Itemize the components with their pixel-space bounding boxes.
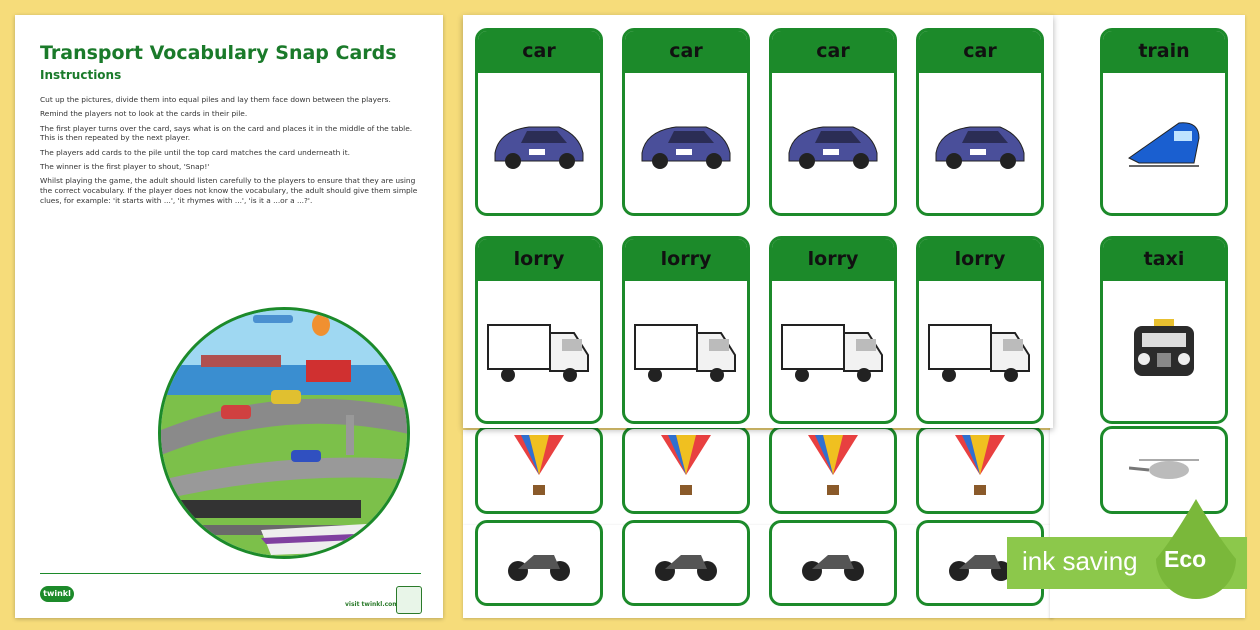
sheet-subtitle: Instructions (40, 68, 122, 82)
twinkl-logo: twinkl (40, 586, 74, 602)
transport-scene-illustration (158, 307, 410, 559)
snap-card-lorry: lorry (769, 236, 897, 424)
card-label: train (1103, 31, 1225, 73)
snap-card-lorry: lorry (916, 236, 1044, 424)
snap-card-motorbike (916, 520, 1044, 606)
card-label: car (919, 31, 1041, 73)
lorry-icon (478, 281, 600, 421)
hot-air-balloon-icon (919, 429, 1041, 511)
snap-card-taxi: taxi (1100, 236, 1228, 424)
instruction-paragraph: Whilst playing the game, the adult shoul… (40, 176, 418, 205)
instructions-text: Cut up the pictures, divide them into eq… (40, 95, 425, 210)
train-icon (1103, 73, 1225, 213)
motorbike-icon (625, 523, 747, 603)
snap-card-lorry: lorry (475, 236, 603, 424)
car-icon (625, 73, 747, 213)
instruction-sheet: Transport Vocabulary Snap Cards Instruct… (15, 15, 443, 618)
snap-card-car: car (769, 28, 897, 216)
footer-divider (40, 573, 421, 574)
card-label: car (772, 31, 894, 73)
hot-air-balloon-icon (478, 429, 600, 511)
instruction-paragraph: Cut up the pictures, divide them into eq… (40, 95, 391, 104)
instruction-paragraph: The players add cards to the pile until … (40, 147, 350, 157)
lorry-icon (625, 281, 747, 421)
snap-card-hot-air-balloon (622, 426, 750, 514)
footer-url: visit twinkl.com (345, 601, 399, 608)
quality-badge-icon (396, 586, 422, 614)
snap-card-motorbike (475, 520, 603, 606)
ink-saving-text: ink saving (1022, 546, 1138, 576)
instruction-paragraph: Remind the players not to look at the ca… (40, 109, 248, 119)
card-label: car (625, 31, 747, 73)
snap-card-car: car (475, 28, 603, 216)
snap-card-lorry: lorry (622, 236, 750, 424)
snap-card-motorbike (622, 520, 750, 606)
hot-air-balloon-icon (772, 429, 894, 511)
instruction-paragraph: The first player turns over the card, sa… (40, 123, 413, 143)
card-label: taxi (1103, 239, 1225, 281)
car-icon (478, 73, 600, 213)
snap-card-motorbike (769, 520, 897, 606)
helicopter-icon (1103, 429, 1225, 511)
lorry-icon (919, 281, 1041, 421)
instruction-paragraph: The winner is the first player to shout,… (40, 161, 210, 171)
lorry-icon (772, 281, 894, 421)
sheet-title: Transport Vocabulary Snap Cards (40, 42, 397, 64)
eco-label: Eco (1164, 546, 1207, 572)
hot-air-balloon-icon (625, 429, 747, 511)
card-label: lorry (625, 239, 747, 281)
snap-card-train: train (1100, 28, 1228, 216)
motorbike-icon (478, 523, 600, 603)
motorbike-icon (772, 523, 894, 603)
snap-card-hot-air-balloon (475, 426, 603, 514)
motorbike-icon (919, 523, 1041, 603)
card-label: car (478, 31, 600, 73)
car-icon (919, 73, 1041, 213)
eco-drop-icon (1156, 499, 1236, 599)
card-label: lorry (772, 239, 894, 281)
card-label: lorry (919, 239, 1041, 281)
front-card-sheet: car car car car lorry lorry lorry lorry (463, 15, 1053, 428)
snap-card-hot-air-balloon (916, 426, 1044, 514)
car-icon (772, 73, 894, 213)
taxi-icon (1103, 281, 1225, 421)
snap-card-hot-air-balloon (769, 426, 897, 514)
snap-card-helicopter (1100, 426, 1228, 514)
card-label: lorry (478, 239, 600, 281)
snap-card-car: car (622, 28, 750, 216)
snap-card-car: car (916, 28, 1044, 216)
